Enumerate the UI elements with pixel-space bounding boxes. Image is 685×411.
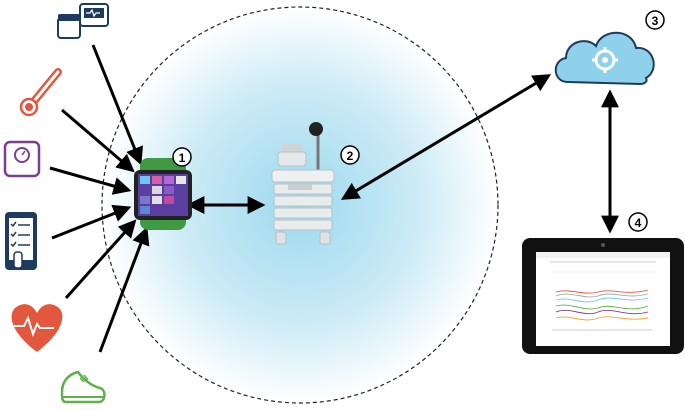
cloud-gear-icon xyxy=(554,31,655,86)
arrow-scale-to-watch xyxy=(49,166,132,195)
marker-3: 3 xyxy=(645,10,665,30)
arrow-heart-to-watch xyxy=(64,219,137,300)
marker-4: 4 xyxy=(628,212,648,232)
marker-1: 1 xyxy=(172,147,192,167)
arrow-shoe-to-watch xyxy=(98,226,150,353)
arrow-questionnaire-to-watch xyxy=(51,204,132,240)
weighing-scale-icon xyxy=(3,140,41,178)
blood-pressure-monitor-icon xyxy=(57,3,109,39)
arrow-thermo-to-watch xyxy=(61,108,135,173)
marker-2: 2 xyxy=(340,145,360,165)
marker-1-label: 1 xyxy=(179,151,186,165)
link-arrows xyxy=(186,74,619,234)
heartbeat-icon xyxy=(11,304,63,352)
thermometer-icon xyxy=(19,68,62,117)
running-shoe-icon xyxy=(60,370,106,404)
sensor-arrows xyxy=(49,44,150,353)
marker-3-label: 3 xyxy=(652,14,659,28)
marker-4-label: 4 xyxy=(635,216,642,230)
environmental-sensor-station-icon xyxy=(271,122,335,245)
arrow-station-cloud xyxy=(340,74,552,200)
smartwatch-icon xyxy=(134,158,192,230)
checklist-tablet-icon xyxy=(5,212,37,270)
tablet-dashboard-icon xyxy=(522,238,684,354)
arrow-bp-to-watch xyxy=(91,44,143,166)
marker-2-label: 2 xyxy=(347,149,354,163)
